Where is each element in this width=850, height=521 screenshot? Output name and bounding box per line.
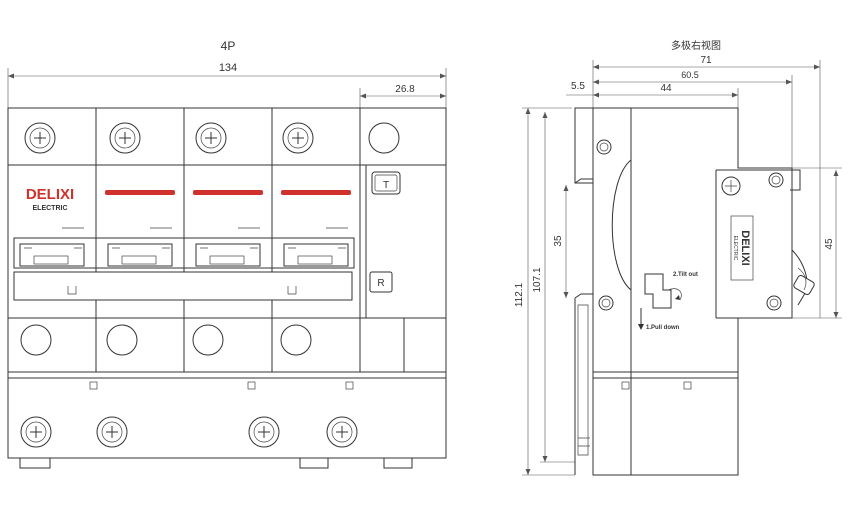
- dim-44-label: 44: [660, 83, 672, 94]
- dim-5-5-label: 5.5: [571, 81, 585, 92]
- reset-button-label: R: [377, 278, 384, 289]
- bottom-hole-1: [20, 324, 52, 356]
- side-body: [592, 107, 793, 476]
- side-view: 多极右视图 71 60.5 5.5 44 112.1 107.1 35: [514, 39, 842, 476]
- side-lever[interactable]: [793, 274, 816, 295]
- bottom-hole-3: [192, 324, 224, 356]
- test-button[interactable]: T: [371, 171, 401, 195]
- dim-112-1-label: 112.1: [514, 282, 525, 307]
- overall-width-label: 134: [219, 62, 237, 74]
- toggle-handle-4[interactable]: [283, 243, 349, 267]
- step-1-label: 1.Pull down: [646, 325, 680, 331]
- toggle-handle-2[interactable]: [107, 243, 173, 267]
- top-terminal-4: [282, 122, 314, 154]
- dim-71-label: 71: [700, 55, 712, 66]
- handle-frame: [13, 237, 355, 269]
- din-clip: [383, 458, 413, 469]
- side-view-title: 多极右视图: [671, 39, 721, 52]
- toggle-handle-3[interactable]: [195, 243, 261, 267]
- bottom-terminal-2: [96, 416, 128, 448]
- reset-button[interactable]: R: [369, 271, 393, 293]
- side-brand-plate: [730, 215, 754, 281]
- red-indicator-bar: [105, 190, 175, 195]
- bottom-hole-2: [106, 324, 138, 356]
- din-clip: [19, 458, 51, 469]
- red-indicator-bar: [281, 190, 351, 195]
- top-terminal-2: [109, 122, 141, 154]
- removal-instruction: 2.Tilt out 1.Pull down: [638, 272, 698, 331]
- dim-60-5-label: 60.5: [681, 70, 699, 80]
- din-clip: [299, 458, 329, 469]
- bottom-terminal-1: [20, 416, 52, 448]
- breaker-body: [7, 107, 447, 459]
- side-brand: DELIXI: [739, 230, 751, 265]
- top-terminal-3: [195, 122, 227, 154]
- toggle-handle-1[interactable]: [19, 243, 85, 267]
- dim-35-label: 35: [553, 235, 564, 247]
- dim-45-label: 45: [824, 238, 835, 250]
- dim-107-1-label: 107.1: [532, 267, 543, 292]
- bottom-hole-4: [280, 324, 312, 356]
- pole-label: 4P: [221, 39, 236, 53]
- top-terminal-1: [24, 122, 56, 154]
- test-button-label: T: [383, 180, 389, 191]
- brand-sub: ELECTRIC: [33, 205, 68, 212]
- bottom-terminal-4: [326, 416, 358, 448]
- red-indicator-bar: [193, 190, 263, 195]
- handle-tie-bar: [13, 271, 353, 301]
- rcd-top-hole: [368, 122, 400, 154]
- module-width-label: 26.8: [395, 84, 415, 95]
- brand-logo: DELIXI: [26, 186, 74, 203]
- bottom-terminal-3: [248, 416, 280, 448]
- step-2-label: 2.Tilt out: [673, 272, 698, 278]
- side-screw-top: [596, 139, 612, 155]
- front-view: 4P 134 26.8: [7, 39, 447, 469]
- side-brand-sub: ELECTRIC: [732, 236, 738, 261]
- side-screw-bottom: [598, 295, 614, 311]
